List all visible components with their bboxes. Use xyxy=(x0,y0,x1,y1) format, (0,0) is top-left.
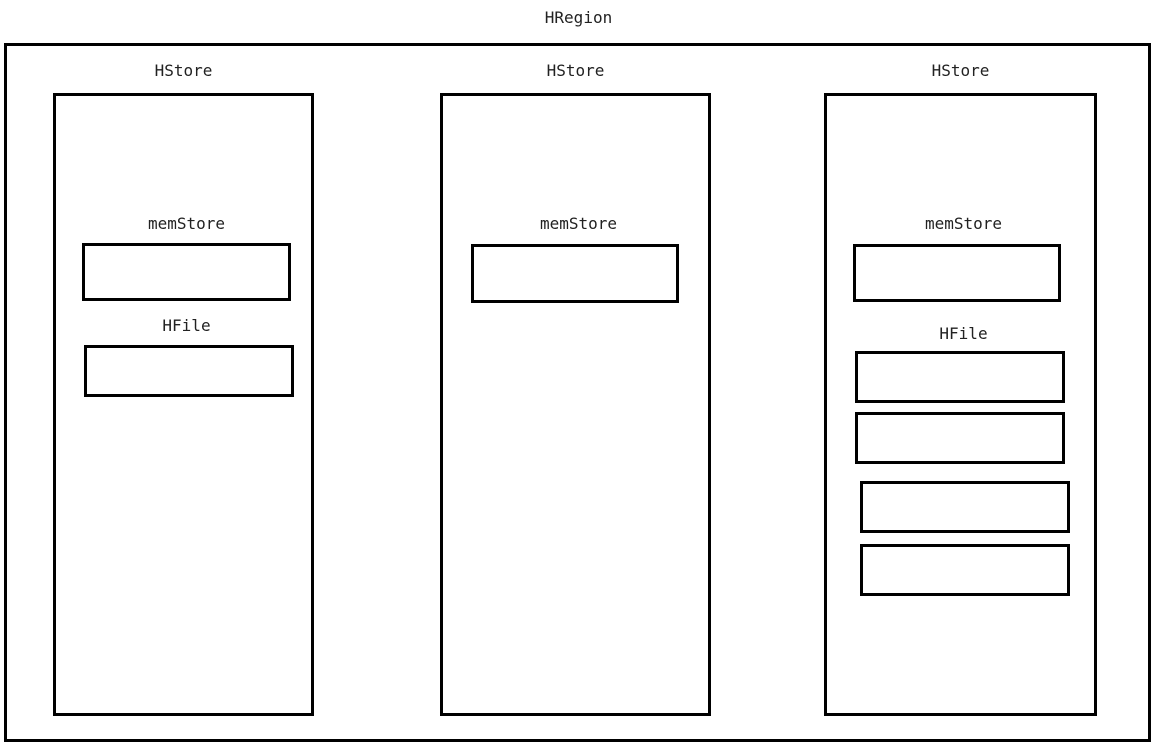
page-title: HRegion xyxy=(544,8,613,27)
hfile-box-1-1 xyxy=(84,345,294,397)
memstore-box-2-1 xyxy=(471,244,679,303)
memstore-label-1: memStore xyxy=(147,214,226,233)
memstore-label-2: memStore xyxy=(539,214,618,233)
hstore-label-2: HStore xyxy=(546,61,605,80)
hfile-box-3-1 xyxy=(855,351,1065,403)
hstore-box-2: memStore xyxy=(440,93,711,716)
hfile-label-3: HFile xyxy=(939,324,988,343)
hstore-label-3: HStore xyxy=(931,61,990,80)
hfile-label-1: HFile xyxy=(162,316,211,335)
hfile-box-3-2 xyxy=(855,412,1065,464)
hfile-box-3-4 xyxy=(860,544,1070,596)
hfile-box-3-3 xyxy=(860,481,1070,533)
memstore-box-1-1 xyxy=(82,243,291,301)
hstore-box-1: memStore HFile xyxy=(53,93,314,716)
hstore-box-3: memStore HFile xyxy=(824,93,1097,716)
hstore-label-1: HStore xyxy=(154,61,213,80)
memstore-label-3: memStore xyxy=(924,214,1003,233)
memstore-box-3-1 xyxy=(853,244,1061,302)
